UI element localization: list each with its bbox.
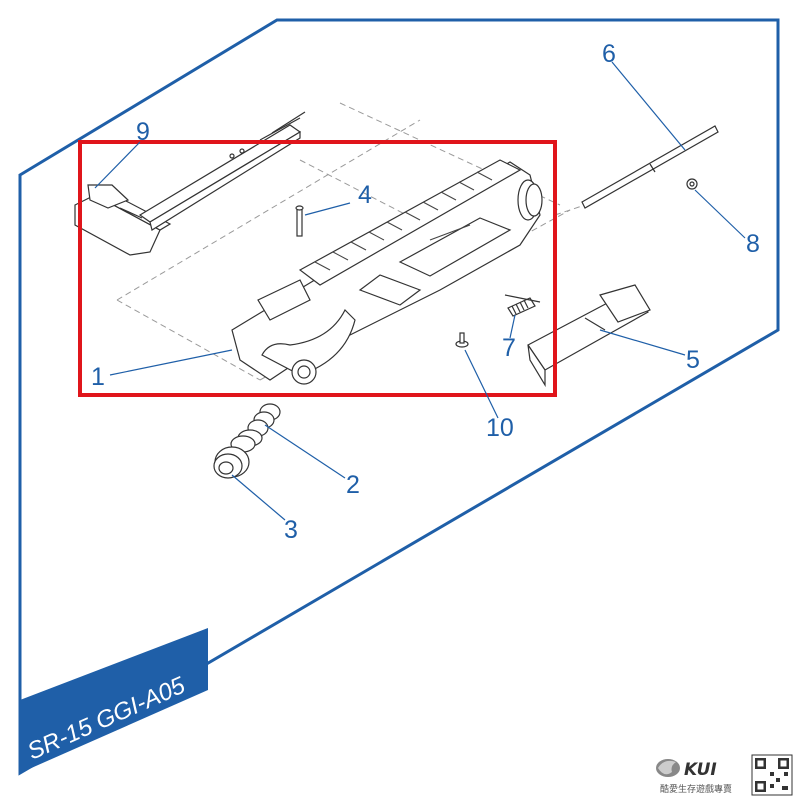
brand-name: KUI xyxy=(684,760,717,780)
model-label-tab: SR-15 GGI-A05 xyxy=(20,628,208,773)
qr-code-icon xyxy=(751,754,793,796)
brand-mark: KUI 酷愛生存遊戲專賣 xyxy=(656,754,793,796)
part-charging-handle xyxy=(74,111,306,256)
diagram-frame xyxy=(18,18,780,776)
part-dust-cover xyxy=(527,284,651,388)
callout-3: 3 xyxy=(284,516,298,544)
part-pin xyxy=(295,205,304,237)
callout-7: 7 xyxy=(502,334,516,362)
brand-logo-icon xyxy=(656,759,680,777)
callout-5: 5 xyxy=(686,346,700,374)
callout-9: 9 xyxy=(136,118,150,146)
part-spring xyxy=(504,294,541,317)
part-rod xyxy=(581,125,719,209)
brand-tagline: 酷愛生存遊戲專賣 xyxy=(660,783,732,795)
highlight-box xyxy=(78,140,557,397)
callout-8: 8 xyxy=(746,230,760,258)
callout-2: 2 xyxy=(346,471,360,499)
part-upper-receiver xyxy=(231,159,543,385)
callout-10: 10 xyxy=(486,414,514,442)
callout-1: 1 xyxy=(91,363,105,391)
part-clip xyxy=(686,178,698,190)
callout-leaders xyxy=(94,61,746,521)
callout-6: 6 xyxy=(602,40,616,68)
callout-numbers: 1 2 3 4 5 6 7 8 9 10 xyxy=(91,40,760,544)
part-buffer-cap xyxy=(213,446,250,479)
part-screw xyxy=(455,332,469,348)
callout-4: 4 xyxy=(358,181,372,209)
part-buffer-spring xyxy=(230,403,281,453)
